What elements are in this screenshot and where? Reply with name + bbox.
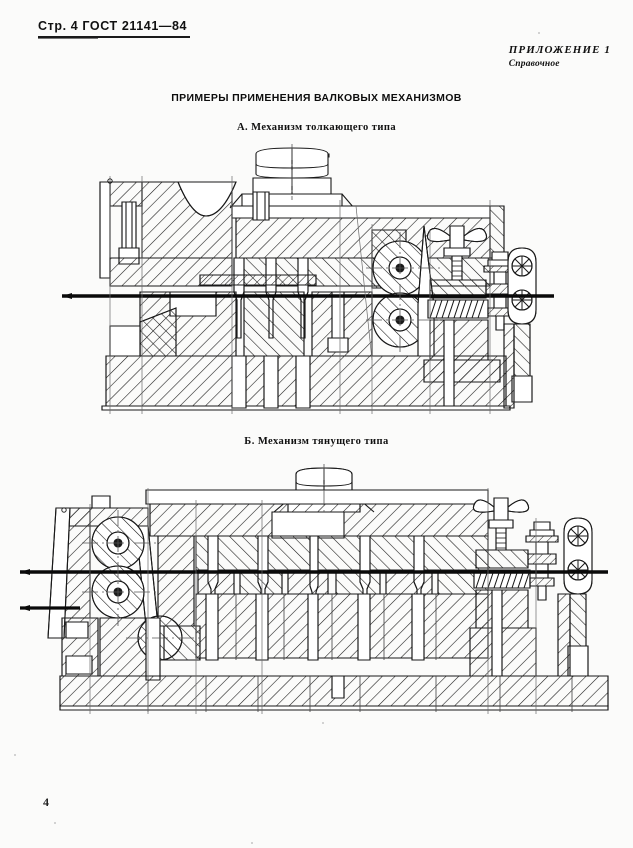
- figure-b-puller-type-mechanism: [0, 460, 633, 730]
- scan-speckle: [54, 822, 56, 824]
- scan-speckle: [251, 842, 253, 844]
- scan-speckle: [538, 32, 540, 34]
- scan-speckle: [322, 722, 324, 724]
- page-header-left: Стр. 4 ГОСТ 21141—84: [38, 19, 188, 33]
- appendix-number: ПРИЛОЖЕНИЕ 1: [508, 44, 611, 56]
- appendix-label: ПРИЛОЖЕНИЕ 1 Справочное: [509, 44, 611, 69]
- scan-speckle: [14, 754, 16, 756]
- page-number: 4: [43, 795, 49, 809]
- figure-a-caption: А. Механизм толкающего типа: [236, 122, 397, 133]
- page-title: ПРИМЕРЫ ПРИМЕНЕНИЯ ВАЛКОВЫХ МЕХАНИЗМОВ: [171, 92, 462, 104]
- figure-a-pusher-type-mechanism: [0, 140, 633, 430]
- appendix-type: Справочное: [508, 59, 560, 69]
- header-underline: [38, 36, 190, 39]
- figure-b-caption: Б. Механизм тянущего типа: [244, 436, 389, 447]
